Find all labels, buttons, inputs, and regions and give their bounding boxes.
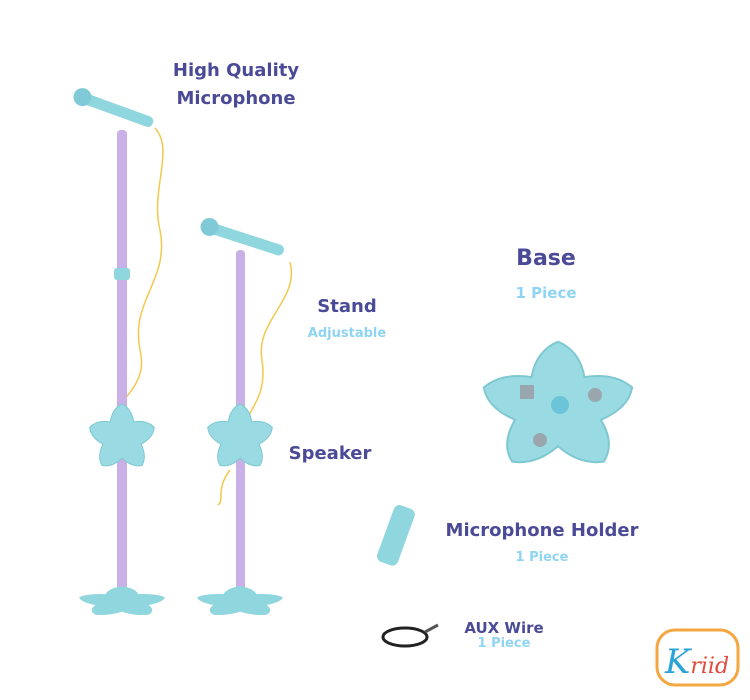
microphone [81, 93, 154, 127]
short-microphone-stand [197, 217, 293, 616]
speaker-star [207, 403, 273, 467]
base-sublabel: 1 Piece [515, 284, 577, 302]
aux-label: AUX Wire [464, 619, 544, 637]
height-clamp [114, 268, 130, 280]
speaker-star [89, 403, 155, 467]
holder-label: Microphone Holder [445, 520, 639, 541]
tall-microphone-stand [73, 88, 165, 616]
stand-base [197, 586, 283, 616]
stand-base [79, 586, 165, 616]
speaker-label: Speaker [288, 443, 372, 464]
base-piece [482, 340, 634, 464]
stand-label: Stand [317, 296, 377, 317]
kriid-logo: Kriid [655, 628, 740, 687]
microphone-cable [111, 127, 164, 431]
microphone-label-line1: High Quality [172, 60, 300, 81]
microphone-label-line2: Microphone [176, 88, 296, 109]
microphone [207, 222, 284, 256]
aux-sublabel: 1 Piece [477, 636, 531, 651]
holder-sublabel: 1 Piece [515, 550, 569, 565]
stand-pole [117, 130, 127, 610]
aux-wire [381, 623, 439, 648]
base-label: Base [516, 246, 576, 271]
stand-sublabel: Adjustable [307, 326, 387, 341]
microphone-holder [377, 505, 415, 566]
